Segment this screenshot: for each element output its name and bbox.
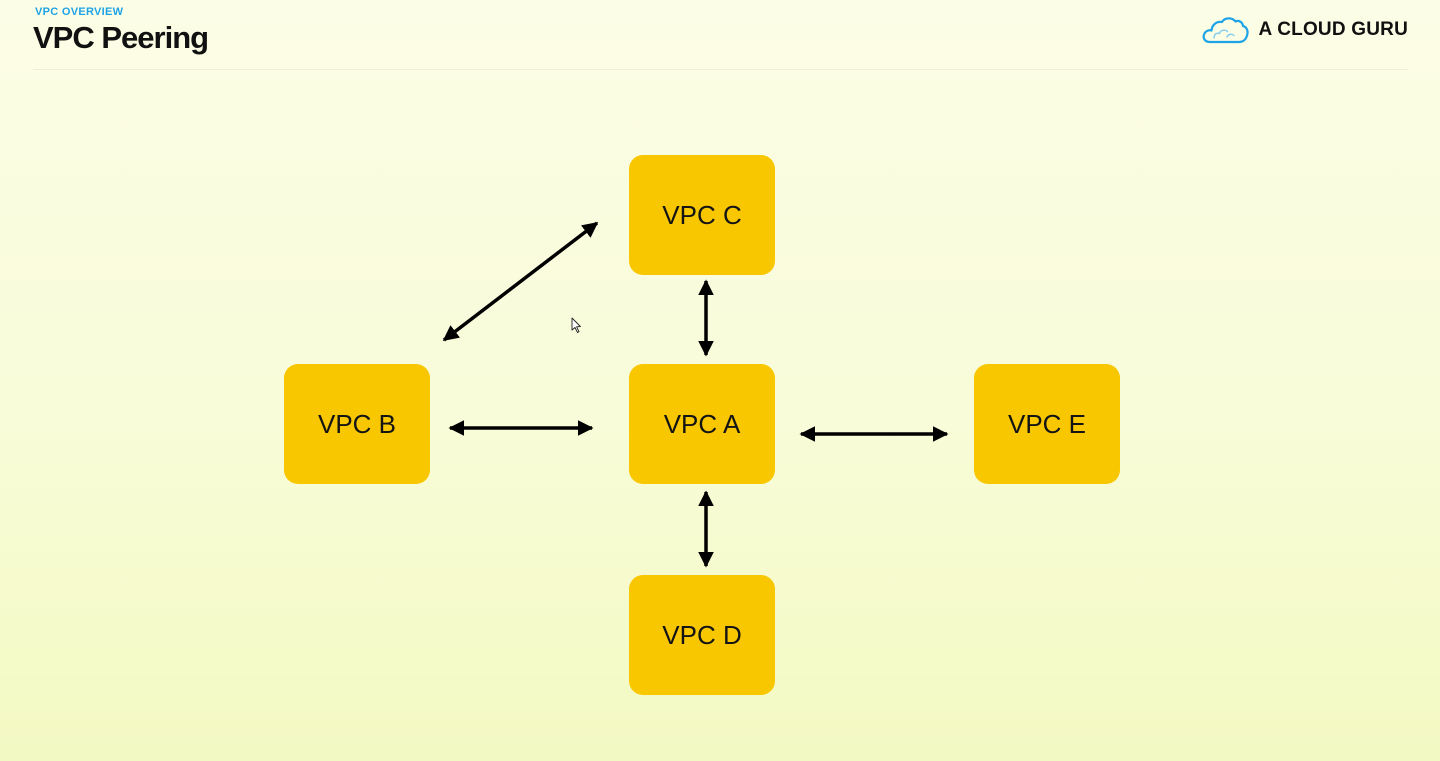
page-title: VPC Peering xyxy=(33,20,209,55)
connection-b-c xyxy=(442,221,599,342)
vpc-c-node: VPC C xyxy=(629,155,775,275)
vpc-b-node: VPC B xyxy=(284,364,430,484)
cloud-icon xyxy=(1202,17,1249,44)
vpc-d-label: VPC D xyxy=(662,619,742,650)
vpc-e-node: VPC E xyxy=(974,364,1120,484)
header-divider xyxy=(33,69,1408,70)
brand-name: A CLOUD GURU xyxy=(1258,19,1408,40)
brand-logo: A CLOUD GURU xyxy=(1201,14,1408,46)
vpc-d-node: VPC D xyxy=(629,575,775,695)
section-eyebrow: VPC OVERVIEW xyxy=(35,6,124,18)
vpc-b-label: VPC B xyxy=(317,408,397,439)
mouse-pointer-icon xyxy=(571,317,581,333)
vpc-a-node: VPC A xyxy=(629,364,775,484)
vpc-c-label: VPC C xyxy=(662,199,742,230)
vpc-a-label: VPC A xyxy=(663,408,741,439)
vpc-e-label: VPC E xyxy=(1007,408,1087,439)
